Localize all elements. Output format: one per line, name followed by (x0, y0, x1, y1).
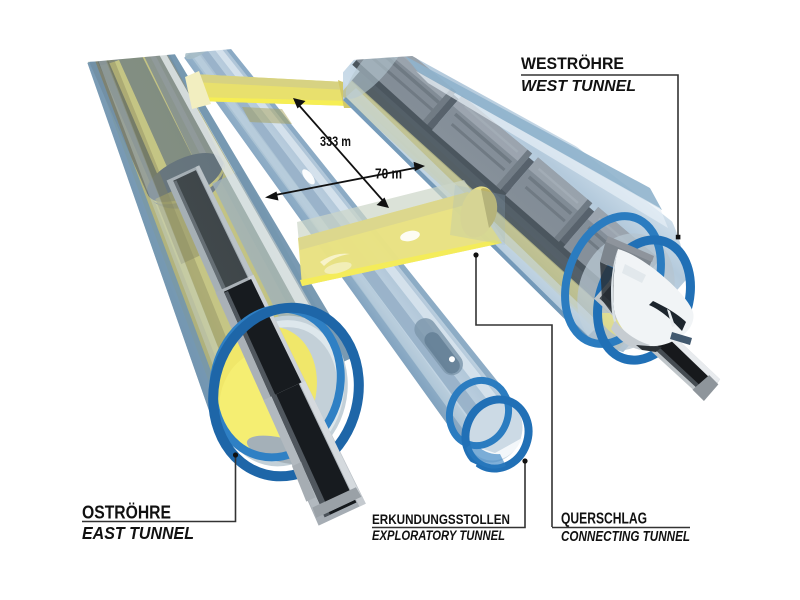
svg-text:EAST TUNNEL: EAST TUNNEL (82, 523, 194, 543)
svg-text:ERKUNDUNGSSTOLLEN: ERKUNDUNGSSTOLLEN (372, 512, 510, 527)
svg-text:OSTRÖHRE: OSTRÖHRE (82, 503, 171, 523)
svg-text:CONNECTING TUNNEL: CONNECTING TUNNEL (561, 529, 690, 545)
svg-text:WESTRÖHRE: WESTRÖHRE (521, 54, 624, 73)
svg-text:QUERSCHLAG: QUERSCHLAG (561, 511, 647, 528)
svg-text:EXPLORATORY TUNNEL: EXPLORATORY TUNNEL (372, 528, 505, 543)
svg-text:70 m: 70 m (375, 166, 402, 183)
svg-text:333 m: 333 m (320, 133, 351, 149)
svg-text:WEST TUNNEL: WEST TUNNEL (521, 78, 636, 95)
